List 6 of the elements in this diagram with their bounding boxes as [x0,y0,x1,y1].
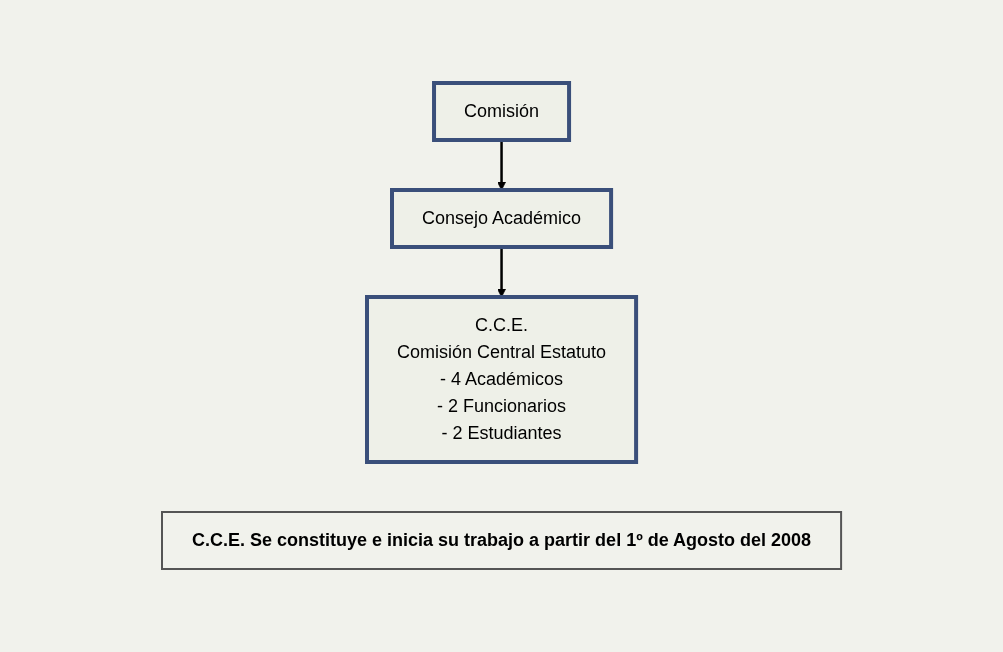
node-box: Consejo Académico [389,188,614,249]
node-box: C.C.E. Se constituye e inicia su trabajo a partir del 1º de Agosto del 2008 [160,511,843,570]
arrow [497,247,506,298]
node-box: Comisión [432,81,571,142]
node-box: C.C.E. Comisión Central Estatuto - 4 Académicos - 2 Funcionarios - 2 Estudiantes [364,295,639,464]
arrow [497,140,506,191]
